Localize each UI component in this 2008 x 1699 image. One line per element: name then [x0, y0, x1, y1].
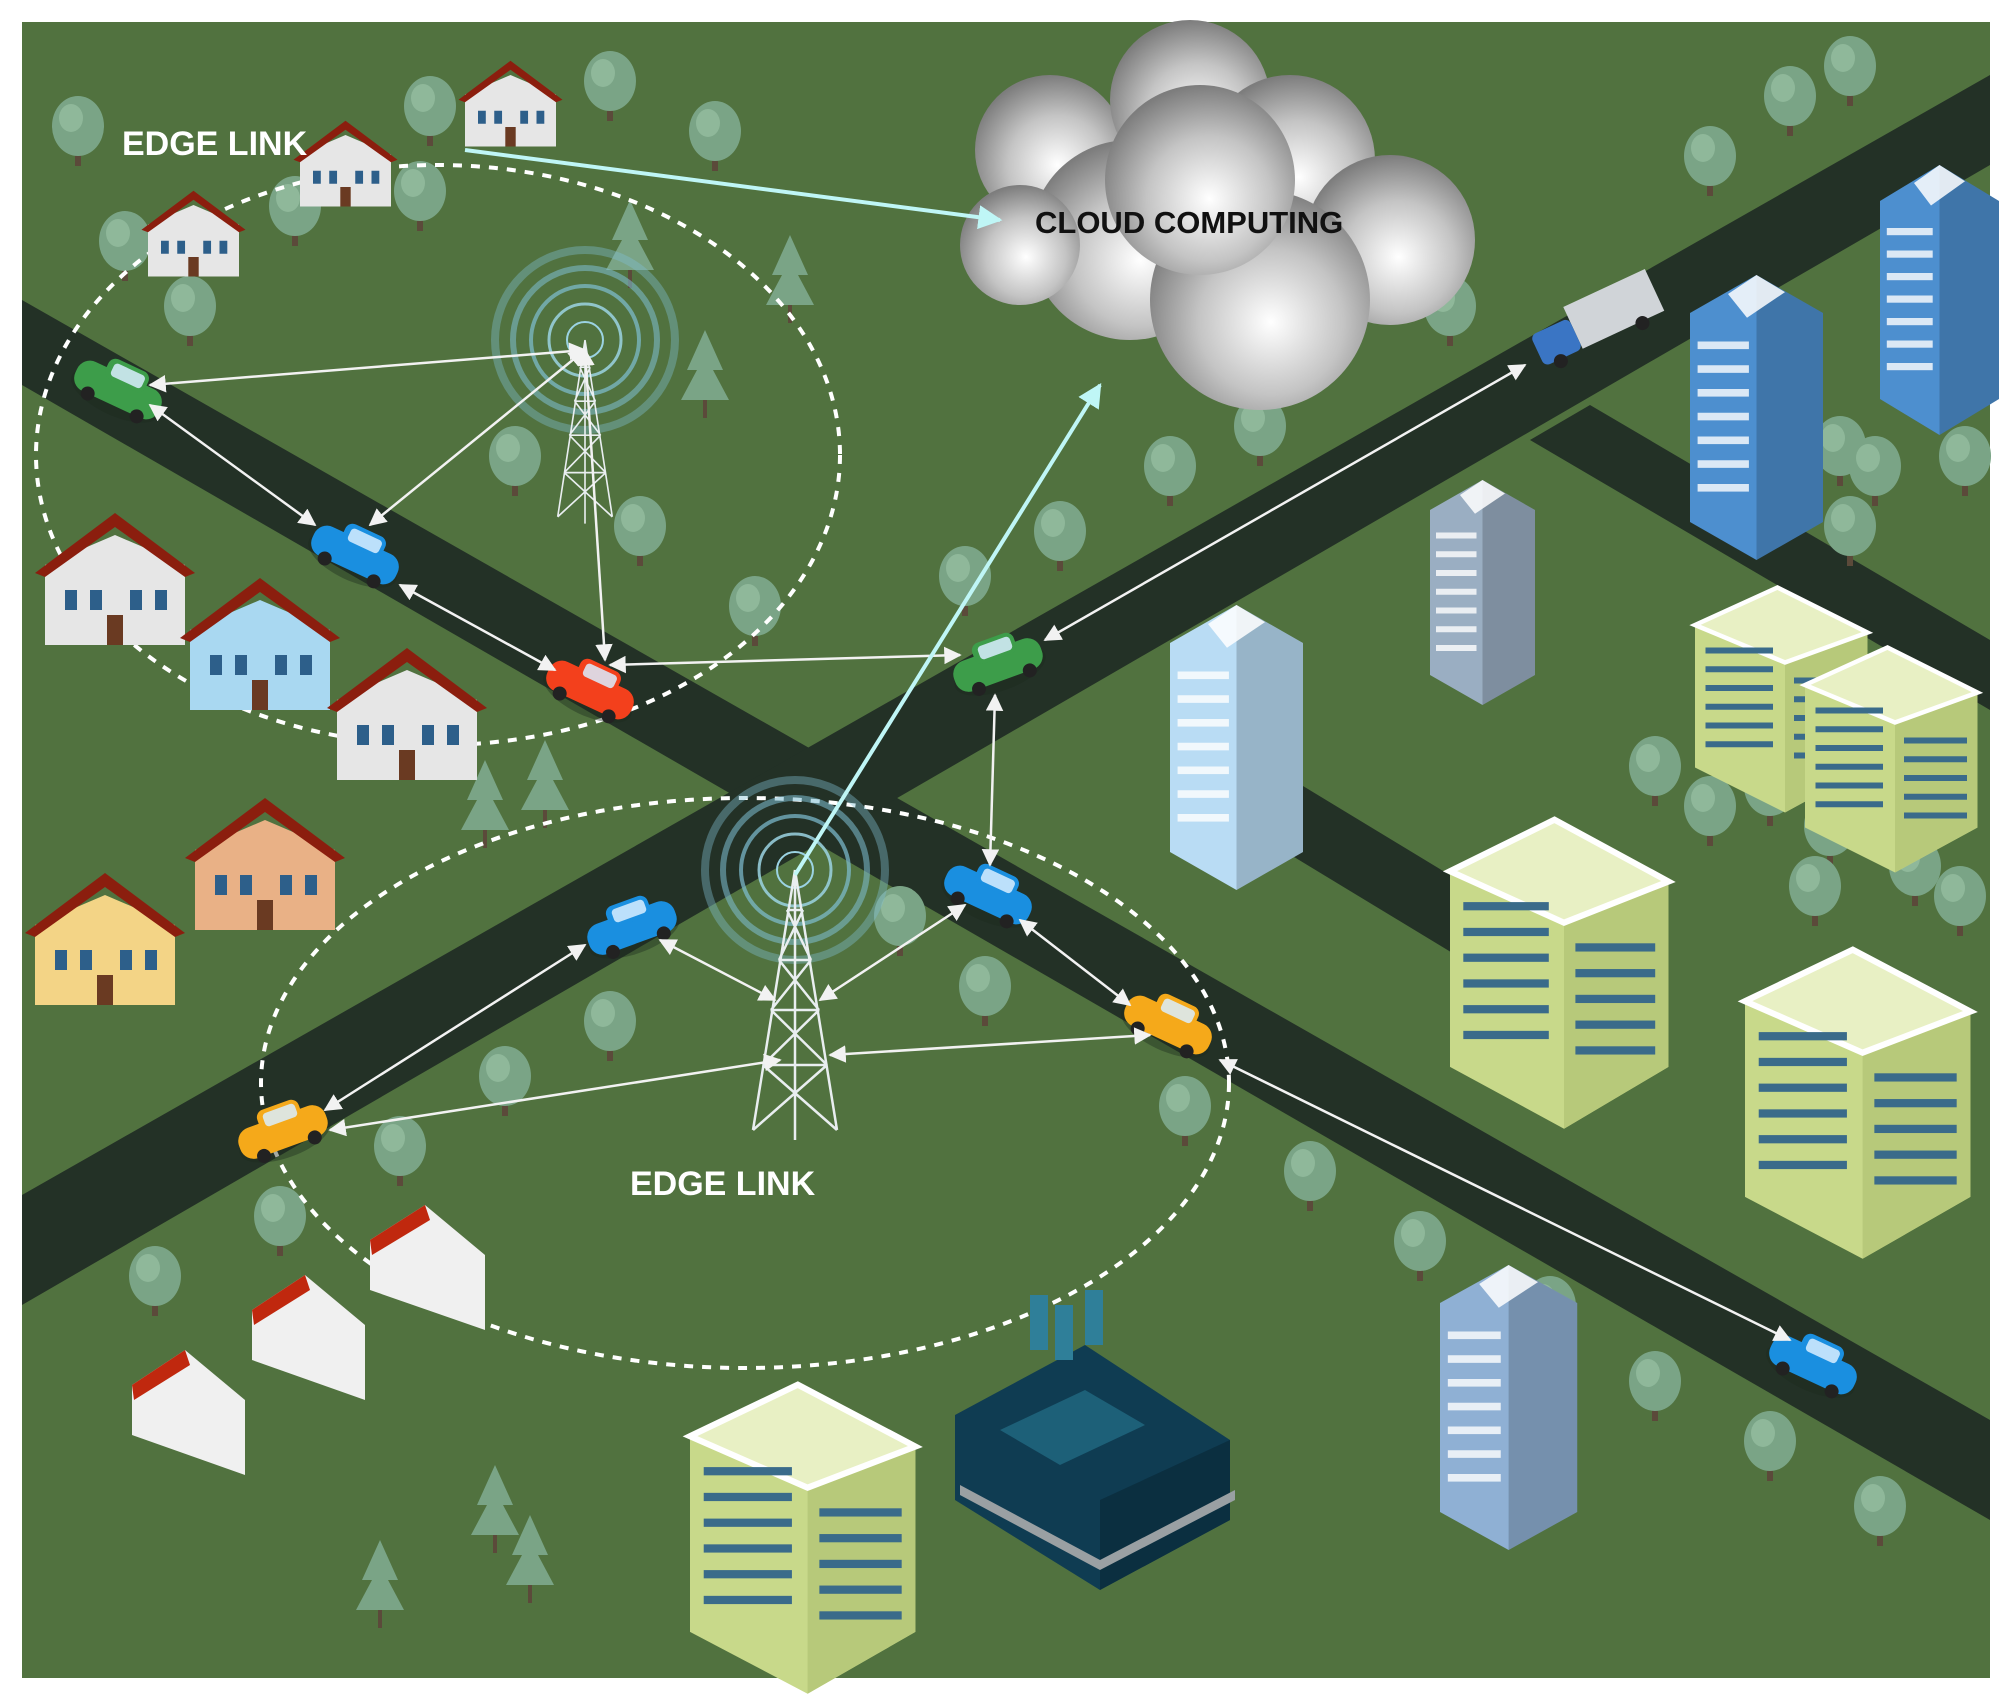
truck — [1532, 269, 1665, 369]
cloud-computing-label: CLOUD COMPUTING — [1035, 205, 1343, 240]
cloud — [960, 20, 1475, 410]
vehicles — [63, 269, 1869, 1409]
cloud-links — [464, 148, 1102, 877]
edge-link-label-top: EDGE LINK — [122, 125, 308, 163]
factory — [955, 1290, 1235, 1590]
edge-link-label-bottom: EDGE LINK — [630, 1165, 816, 1203]
barn-houses — [132, 1205, 485, 1475]
links — [148, 342, 1792, 1342]
